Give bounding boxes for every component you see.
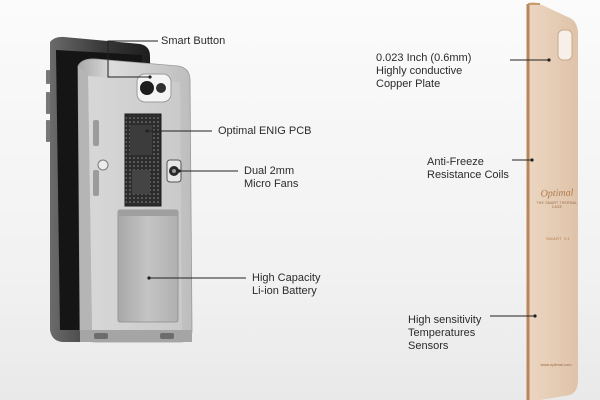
plate-tagline: THE SMART THERMAL CASE [536,201,578,209]
battery-pack [117,209,179,323]
callout-sensors: High sensitivity Temperatures Sensors [408,314,481,353]
callout-copper-plate-line-3: Copper Plate [376,78,441,90]
plate-camera-hole [557,29,573,61]
callout-battery-line-2: Li-ion Battery [252,285,317,297]
callout-copper-plate-line-2: Highly conductive [376,65,463,77]
callout-copper-plate-line-1: 0.023 Inch (0.6mm) [376,52,472,64]
callout-copper-plate: 0.023 Inch (0.6mm) Highly conductive Cop… [376,52,471,91]
leader-lines [107,40,549,317]
leader-dots [145,58,551,318]
micro-fan [166,159,182,183]
callout-battery-line-1: High Capacity [252,272,321,284]
callout-pcb: Optimal ENIG PCB [218,125,312,138]
pcb-board [124,113,162,207]
callout-sensors-line-3: Sensors [408,340,449,352]
plate-brand: Optimal [540,187,574,200]
callout-coils-line-2: Resistance Coils [427,169,509,181]
callout-fans: Dual 2mm Micro Fans [244,165,298,191]
plate-model: SMART X1 [546,236,570,241]
callout-coils: Anti-Freeze Resistance Coils [427,156,509,182]
callout-smart-button: Smart Button [161,35,225,48]
callout-fans-line-1: Dual 2mm [244,165,295,177]
phone-side-button [46,70,50,84]
callout-pcb-line-1: Optimal ENIG PCB [218,125,312,137]
callout-battery: High Capacity Li-ion Battery [252,272,320,298]
callout-smart-button-line-1: Smart Button [161,35,226,47]
phone-volume-up [46,92,50,114]
copper-plate [526,2,578,400]
plate-website: www.optimal.com [540,362,572,367]
callout-sensors-line-2: Temperatures [408,327,476,339]
phone-volume-down [46,120,50,142]
callout-fans-line-2: Micro Fans [244,178,299,190]
callout-coils-line-1: Anti-Freeze [427,156,484,168]
callout-sensors-line-1: High sensitivity [408,314,482,326]
